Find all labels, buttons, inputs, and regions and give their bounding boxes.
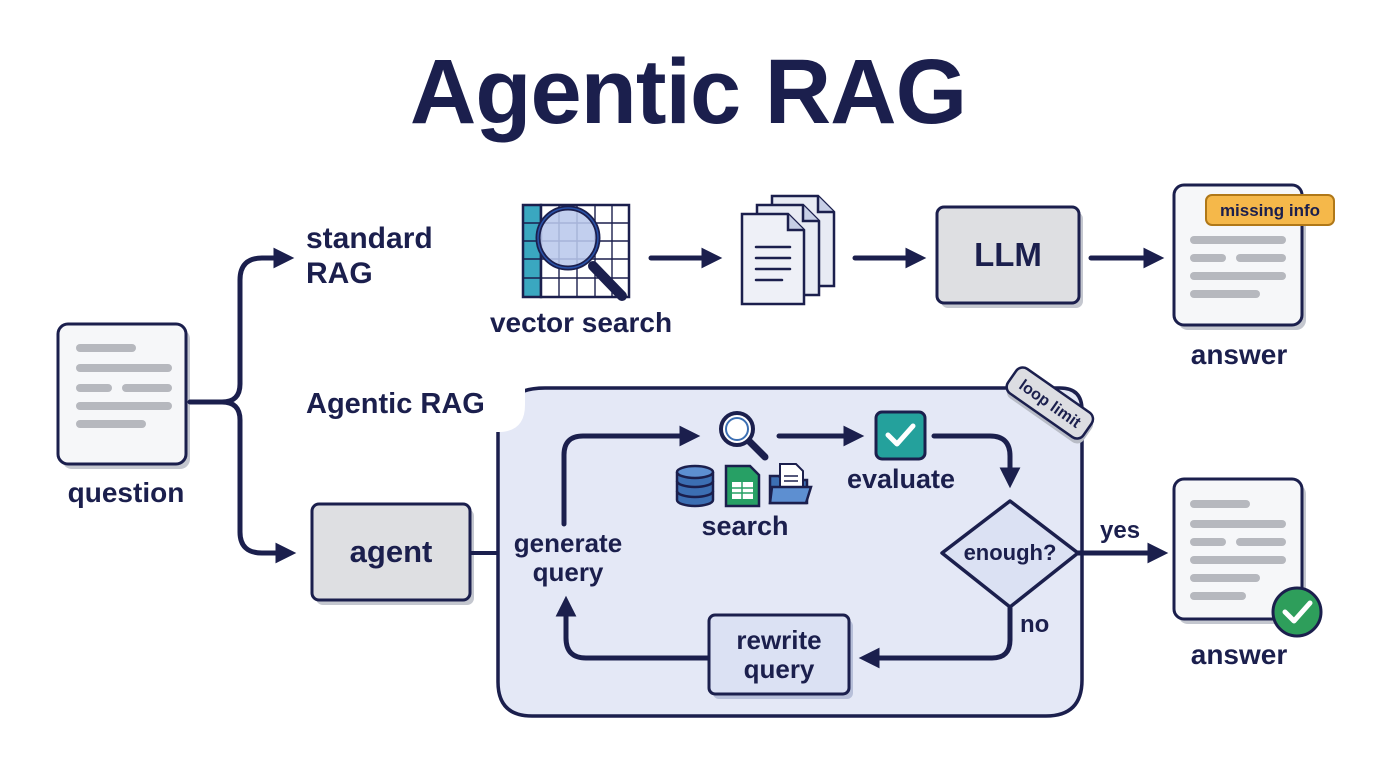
- decision-label: enough?: [963, 540, 1057, 565]
- rewrite-query-label-line1: rewrite: [736, 625, 822, 655]
- diagram-title: Agentic RAG: [409, 41, 967, 143]
- agentic-answer-document-icon: [1172, 477, 1306, 624]
- agentic-panel-label: Agentic RAG: [306, 388, 485, 420]
- evaluate-check-icon: [874, 410, 927, 461]
- no-label: no: [1020, 611, 1050, 638]
- agent-box: [310, 502, 474, 605]
- agentic-answer-label: answer: [1190, 639, 1288, 670]
- spreadsheet-icon: [724, 464, 761, 508]
- search-magnifier-icon: [719, 411, 769, 461]
- database-icon: [675, 464, 715, 508]
- standard-answer-label: answer: [1190, 339, 1288, 370]
- decision-diamond: [940, 499, 1080, 609]
- documents-stack-icon: [740, 194, 836, 306]
- standard-rag-label: standard RAG: [306, 222, 433, 290]
- vector-search-icon: [521, 203, 631, 301]
- rewrite-query-box: [707, 613, 853, 699]
- loop-arrows: [555, 425, 1169, 669]
- loop-limit-tag: [1005, 366, 1095, 444]
- missing-info-label: missing info: [1219, 201, 1321, 220]
- vector-search-label: vector search: [489, 307, 673, 338]
- missing-info-badge: [1205, 194, 1335, 226]
- fork-connector: [187, 247, 297, 564]
- folder-icon: [768, 463, 813, 505]
- generate-query-label-line1: generate: [513, 528, 623, 558]
- evaluate-label: evaluate: [846, 464, 956, 494]
- success-check-icon: [1271, 586, 1323, 638]
- llm-box: [935, 205, 1083, 308]
- agentic-panel: [295, 370, 1084, 718]
- llm-label: LLM: [974, 236, 1042, 273]
- question-document-icon: [56, 322, 190, 469]
- rewrite-query-label-line2: query: [743, 654, 815, 684]
- generate-query-label-line2: query: [532, 557, 604, 587]
- question-label: question: [67, 477, 185, 508]
- yes-label: yes: [1100, 517, 1141, 544]
- search-label: search: [701, 511, 789, 541]
- agent-label: agent: [349, 534, 433, 569]
